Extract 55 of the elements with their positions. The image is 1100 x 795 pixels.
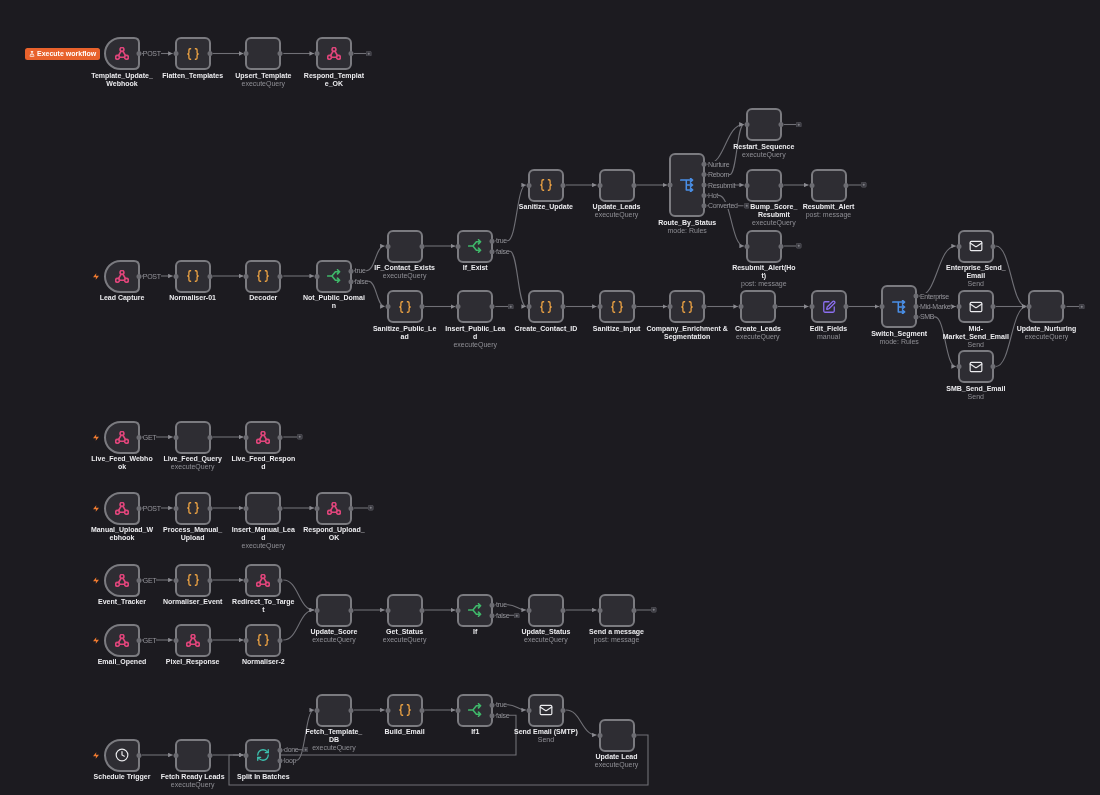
connector <box>783 182 810 188</box>
connector <box>424 304 456 309</box>
connector <box>353 507 369 509</box>
connector <box>565 607 598 613</box>
connector <box>636 304 668 309</box>
connector <box>212 505 244 511</box>
connector <box>282 505 315 511</box>
add-node-icon <box>796 121 802 128</box>
add-node-icon <box>743 203 749 209</box>
connector <box>228 734 649 786</box>
connector <box>212 273 244 279</box>
add-node-icon <box>368 505 374 511</box>
connector <box>353 52 367 55</box>
connector <box>995 245 1027 308</box>
add-node-icon <box>861 182 867 188</box>
connector <box>282 273 315 279</box>
connector <box>282 436 298 438</box>
connector <box>353 707 386 713</box>
connector <box>636 182 668 188</box>
add-node-icon <box>297 434 303 440</box>
connector <box>995 305 1027 368</box>
connector <box>918 244 957 297</box>
connector <box>636 609 652 611</box>
add-node-icon <box>302 746 308 753</box>
connector <box>783 245 797 247</box>
connector <box>847 304 880 309</box>
connector <box>282 51 315 56</box>
connector <box>212 434 244 440</box>
connector <box>565 182 598 188</box>
connector <box>212 577 244 583</box>
connector <box>783 123 797 126</box>
connector <box>1065 305 1080 308</box>
connector <box>212 51 244 56</box>
connector <box>565 304 598 309</box>
add-node-icon <box>508 303 514 310</box>
connector <box>212 637 244 643</box>
add-node-icon <box>796 243 802 249</box>
connector <box>353 607 386 613</box>
connector <box>494 184 527 242</box>
connector <box>424 607 456 613</box>
connector <box>494 614 515 616</box>
connector <box>141 752 174 758</box>
add-node-icon <box>651 607 657 613</box>
connector <box>282 608 315 641</box>
connector <box>847 184 862 186</box>
connector <box>424 707 456 713</box>
connector <box>494 305 509 308</box>
connector <box>282 749 304 751</box>
add-node-icon <box>514 612 520 619</box>
connector <box>706 304 739 309</box>
connector <box>777 304 810 309</box>
connector <box>424 243 456 249</box>
connector <box>565 709 598 737</box>
add-node-icon <box>1079 303 1085 310</box>
add-node-icon <box>366 50 372 57</box>
